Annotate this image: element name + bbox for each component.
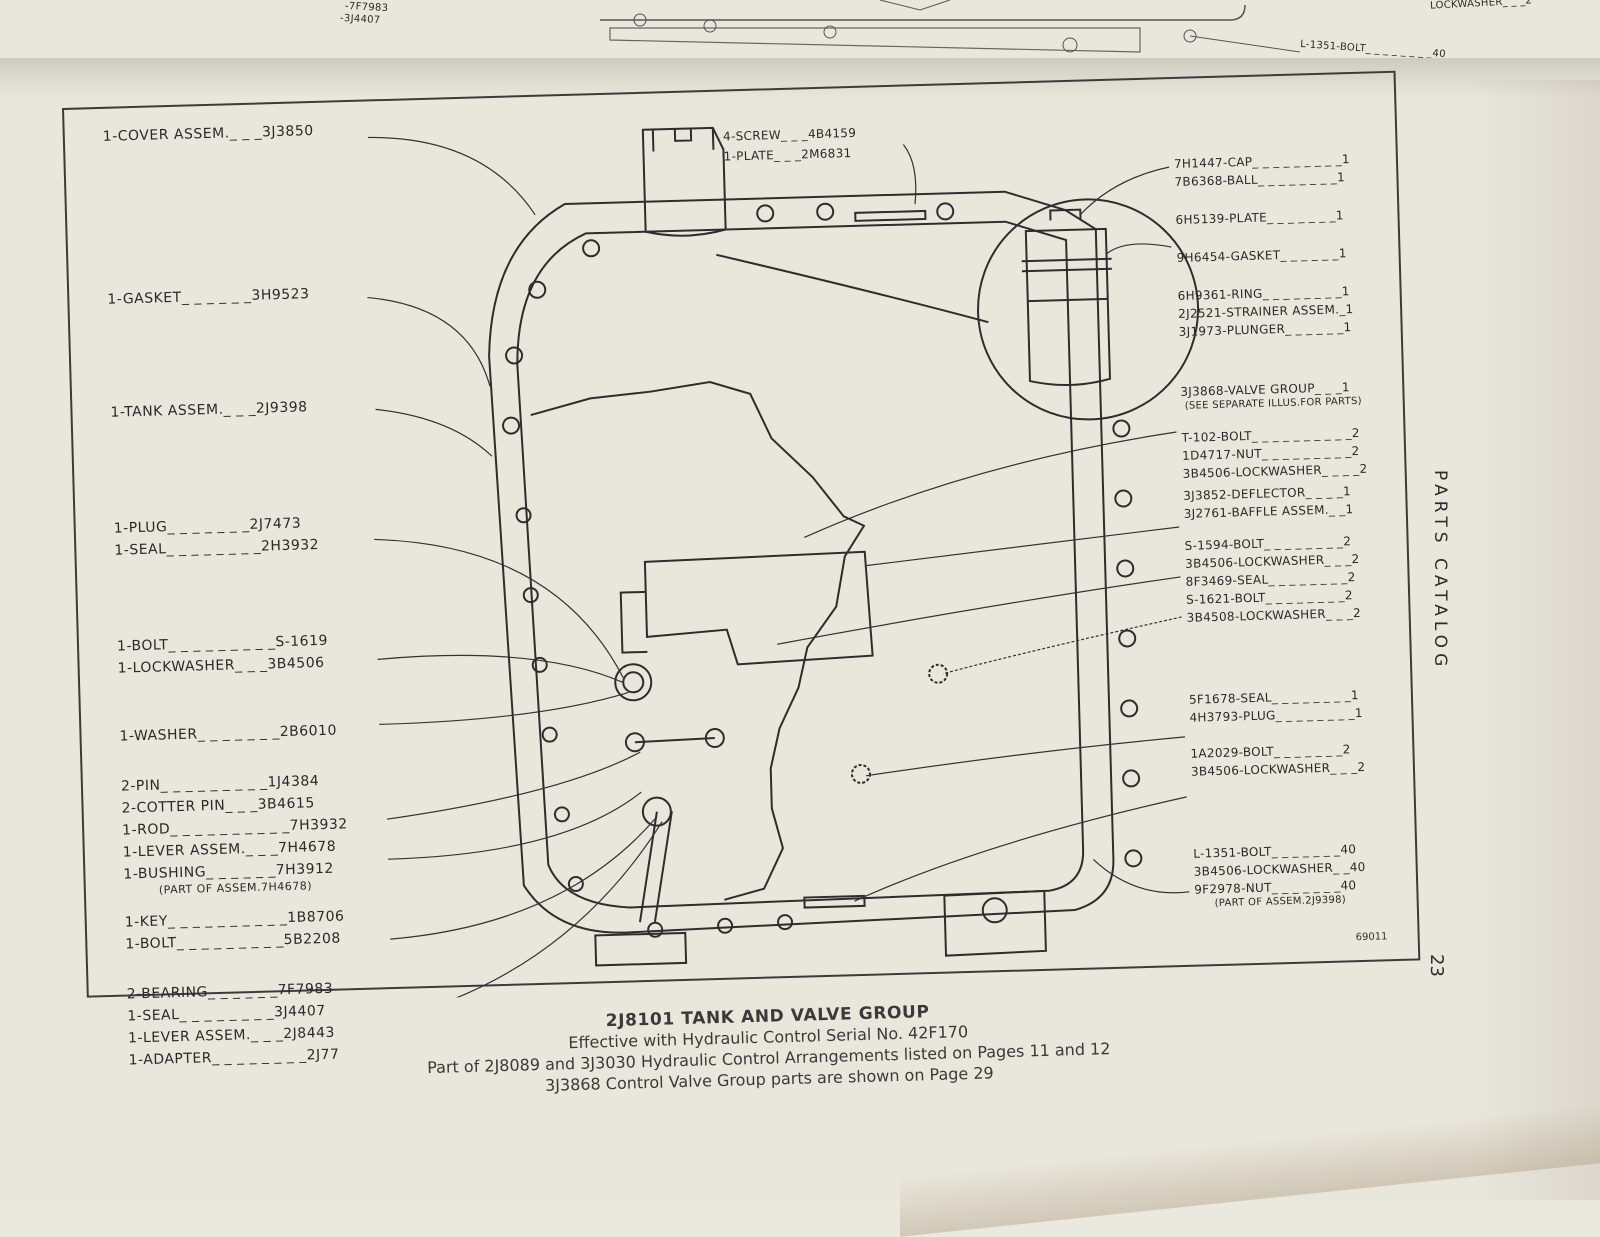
lower-lever-hub — [641, 796, 672, 827]
callout-seal-2: 1-SEAL_ _ _ _ _ _ _ _3J4407 — [127, 1002, 326, 1025]
callout-adapter: 1-ADAPTER_ _ _ _ _ _ _ _2J77 — [128, 1046, 340, 1069]
page-fold-shadow — [0, 58, 1600, 98]
cutaway-edge — [530, 380, 866, 901]
valve-group — [643, 550, 874, 666]
tank-inner-outline — [516, 220, 1085, 909]
tank-outline — [488, 190, 1115, 934]
page-number: 23 — [1425, 954, 1447, 977]
lever-rod — [634, 737, 715, 744]
previous-page-fragment: -7F7983 -3J4407 LOCKWASHER_ _ _2 L-1351-… — [0, 0, 1600, 70]
figure-frame: 1-COVER ASSEM._ _ _3J3850 1-GASKET_ _ _ … — [62, 70, 1449, 1108]
strainer-body — [1024, 227, 1111, 386]
page-edge-shading — [1470, 80, 1600, 1200]
book-bottom-edge — [900, 1103, 1600, 1237]
side-title: PARTS CATALOG — [1430, 470, 1450, 672]
previous-page-drawing — [600, 0, 1301, 53]
baffle — [803, 894, 866, 909]
leader-lines — [367, 136, 1190, 1008]
strainer-detail-circle — [977, 198, 1200, 421]
previous-page-label: -7F7983 — [344, 0, 389, 15]
bottom-bracket — [943, 889, 1047, 957]
figure-number: 69011 — [1355, 931, 1388, 944]
filler-neck — [641, 126, 727, 237]
previous-page-label: -3J4407 — [339, 12, 381, 27]
plate — [854, 209, 927, 222]
lever-hub — [614, 663, 653, 702]
callout-lever-assem-2: 1-LEVER ASSEM._ _ _2J8443 — [127, 1024, 336, 1047]
tank-valve-drawing — [367, 126, 1200, 1008]
figure-caption: 2J8101 TANK AND VALVE GROUP Effective wi… — [418, 997, 1120, 1100]
